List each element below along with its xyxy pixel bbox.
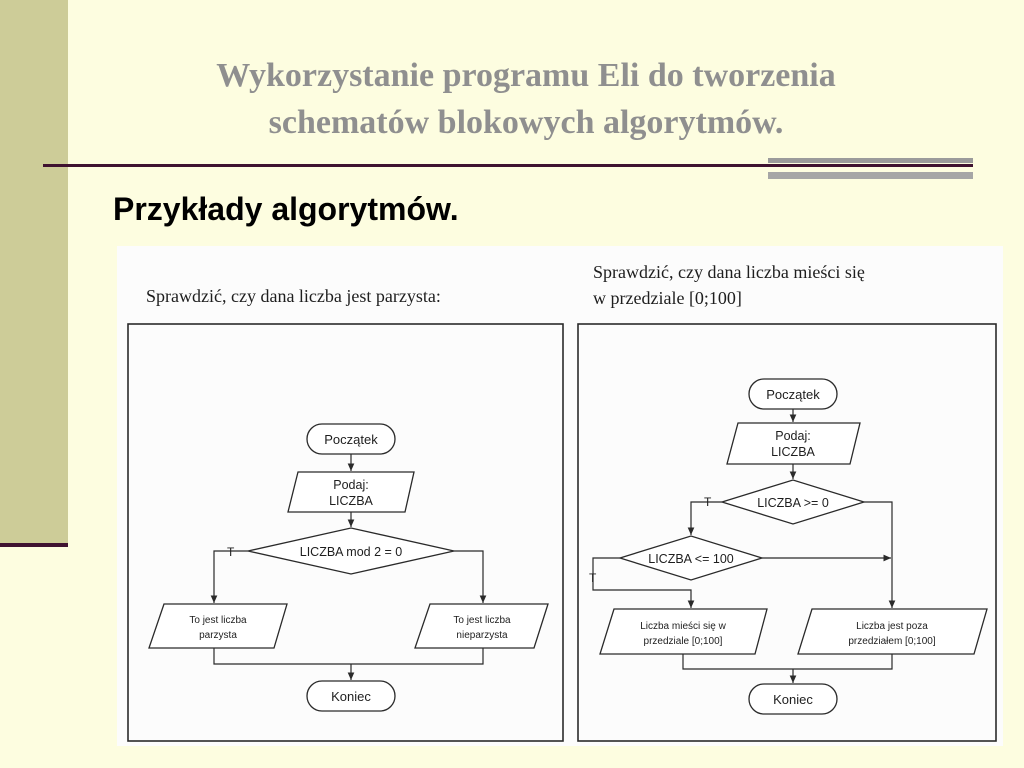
left-output-even-line2: parzysta — [199, 630, 237, 641]
right-output-out-line1: Liczba jest poza — [856, 621, 928, 632]
title-rule — [43, 164, 973, 167]
slide-title-line2: schematów blokowych algorytmów. — [268, 104, 784, 141]
right-decision2-label: LICZBA <= 100 — [648, 552, 734, 566]
left-join-line — [213, 648, 484, 665]
left-output-even-line1: To jest liczba — [189, 615, 247, 626]
slide-title-line1: Wykorzystanie programu Eli do tworzenia — [216, 57, 836, 94]
title-rule-grey-bottom — [768, 172, 973, 179]
left-end-label: Koniec — [331, 689, 371, 704]
left-true-label: T — [227, 545, 235, 559]
right-output-in-line1: Liczba mieści się w — [640, 621, 726, 632]
left-true-branch — [210, 550, 248, 603]
flowchart-image: Sprawdzić, czy dana liczba jest parzysta… — [117, 246, 1003, 746]
left-side-band — [0, 0, 68, 545]
left-input-line2: LICZBA — [329, 494, 373, 508]
right-output-out-line2: przedziałem [0;100] — [848, 636, 935, 647]
right-output-in-range — [599, 608, 768, 655]
right-frame — [577, 323, 997, 742]
right-decision1-true-label: T — [704, 495, 712, 509]
left-output-odd-line1: To jest liczba — [453, 615, 511, 626]
left-frame — [127, 323, 564, 742]
right-end-label: Koniec — [773, 692, 813, 707]
right-input-block — [726, 422, 861, 465]
right-output-out-of-range — [797, 608, 988, 655]
slide-title: Wykorzystanie programu Eli do tworzenia … — [120, 52, 932, 146]
left-caption: Sprawdzić, czy dana liczba jest parzysta… — [146, 286, 441, 306]
left-start-label: Początek — [324, 432, 378, 447]
left-false-branch — [454, 550, 487, 603]
right-flowchart: Sprawdzić, czy dana liczba mieści się w … — [577, 262, 997, 742]
right-output-in-line2: przedziale [0;100] — [644, 636, 723, 647]
right-decision1-false-branch — [864, 501, 896, 608]
right-end-terminal — [748, 683, 838, 715]
right-decision1-label: LICZBA >= 0 — [757, 496, 829, 510]
right-caption-line1: Sprawdzić, czy dana liczba mieści się — [593, 262, 865, 282]
right-start-label: Początek — [766, 387, 820, 402]
left-flowchart: Sprawdzić, czy dana liczba jest parzysta… — [127, 286, 564, 742]
left-output-odd-line2: nieparzysta — [456, 630, 508, 641]
flowcharts-svg: Sprawdzić, czy dana liczba jest parzysta… — [127, 262, 997, 742]
left-output-even — [148, 603, 288, 649]
right-caption-line2: w przedziale [0;100] — [593, 288, 742, 308]
left-input-block — [287, 471, 415, 513]
right-input-line1: Podaj: — [775, 429, 810, 443]
left-output-odd — [414, 603, 549, 649]
right-input-line2: LICZBA — [771, 445, 815, 459]
left-band-underline — [0, 543, 68, 547]
right-decision2-true-branch — [592, 557, 695, 608]
slide-subtitle: Przykłady algorytmów. — [113, 191, 459, 227]
right-decision2-true-label: T — [589, 571, 597, 585]
left-end-terminal — [306, 680, 396, 712]
right-join-line — [682, 654, 893, 670]
left-decision-label: LICZBA mod 2 = 0 — [300, 545, 403, 559]
title-rule-grey-top — [768, 158, 973, 163]
left-input-line1: Podaj: — [333, 478, 368, 492]
right-decision1-true-branch — [687, 501, 722, 535]
